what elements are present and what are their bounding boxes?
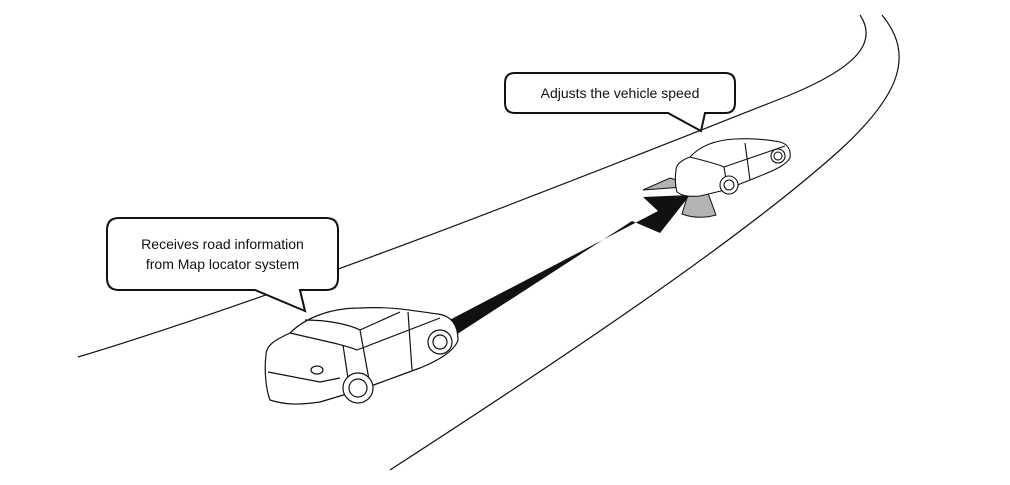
road-right-edge xyxy=(389,14,900,471)
callout-bubble-preceding xyxy=(504,72,736,133)
communication-arrow xyxy=(440,195,690,340)
host-vehicle xyxy=(264,307,459,405)
callout-text-preceding: Adjusts the vehicle speed xyxy=(540,85,700,101)
callout-bubble-host xyxy=(106,217,339,313)
callout-line-1: Receives road information xyxy=(141,236,304,252)
road-left-edge xyxy=(77,14,867,358)
preceding-vehicle xyxy=(674,138,791,197)
callout-text-host: Receives road information from Map locat… xyxy=(107,234,338,274)
callout-line-2: from Map locator system xyxy=(145,256,300,272)
